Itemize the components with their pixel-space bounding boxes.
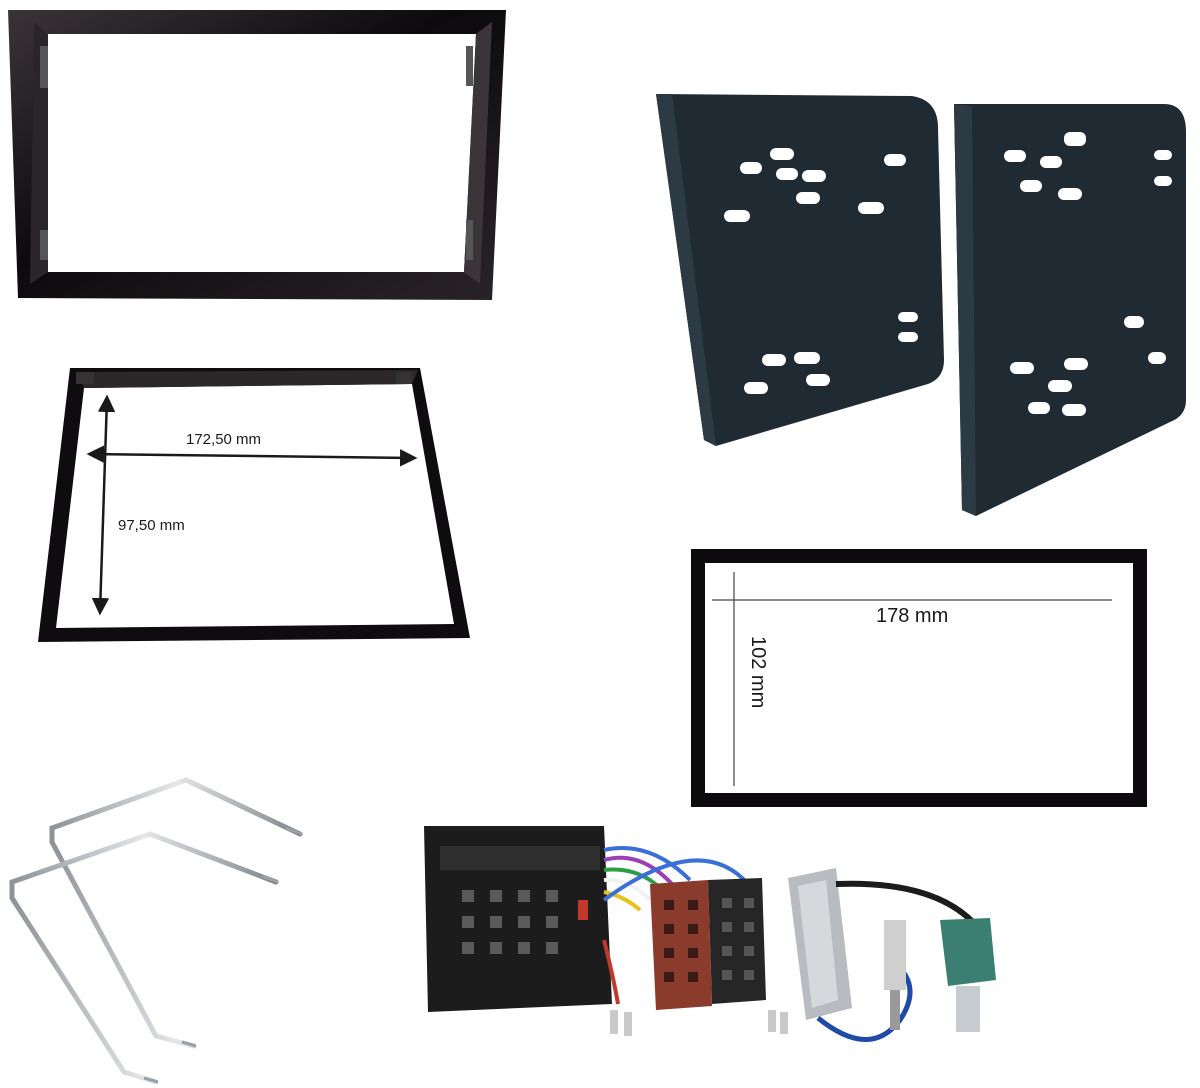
din-height-label: 102 mm (747, 636, 769, 708)
quadlock-connector (424, 826, 612, 1012)
frame-height-label: 97,50 mm (118, 517, 185, 534)
removal-key-tips (143, 826, 303, 1084)
mounting-bracket-right (954, 104, 1186, 516)
frame-width-dimension: 172,50 mm (86, 431, 418, 467)
din-outline: 178 mm 102 mm (691, 549, 1147, 807)
frame-width-label: 172,50 mm (186, 431, 261, 448)
fascia-panel (8, 10, 506, 300)
frame-height-dimension: 97,50 mm (91, 394, 185, 616)
din-width-label: 178 mm (876, 605, 948, 627)
iso-power-connector (650, 880, 712, 1010)
antenna-adapter (788, 868, 996, 1042)
harness-wires (602, 846, 750, 1005)
trim-frame (38, 368, 470, 642)
spade-terminals (610, 1010, 788, 1036)
removal-keys (9, 777, 303, 1085)
iso-speaker-connector (708, 878, 766, 1004)
mounting-bracket-left (656, 94, 944, 446)
